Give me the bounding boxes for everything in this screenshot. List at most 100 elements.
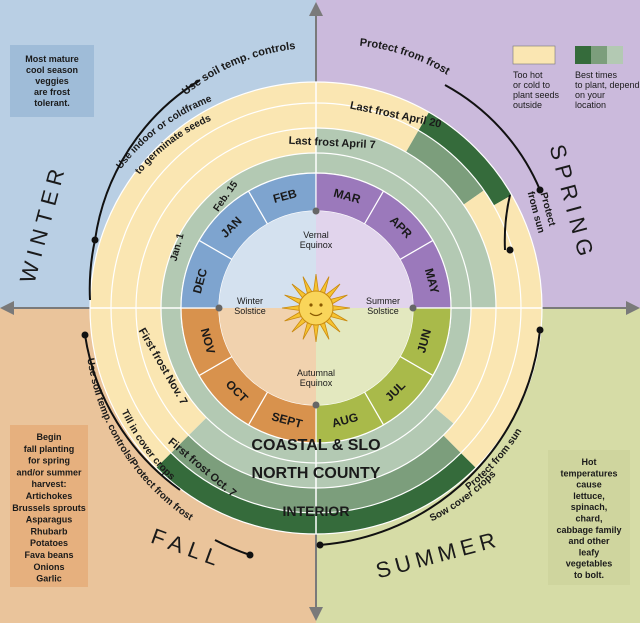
month-label-aug: AUG [330, 410, 359, 430]
interior-ring-summer [156, 452, 476, 534]
summer-note-line-8: leafy [579, 547, 600, 557]
summer-guide-line-dot-start [316, 541, 324, 549]
fall-note-line-1: fall planting [24, 444, 75, 454]
legend-best-times-line-2: on your [575, 90, 605, 100]
inner-disc-fall [219, 308, 316, 405]
sun-eye-right-icon [319, 303, 323, 307]
fall-guide-line-dot-start [81, 331, 89, 339]
fall-note-line-7: Asparagus [26, 515, 73, 525]
winter-note-line-1: cool season [26, 65, 78, 75]
legend-too-hot-line-3: outside [513, 100, 542, 110]
summer-note-line-9: vegetables [566, 559, 613, 569]
winter-guide-line [94, 79, 201, 241]
sun-rays-icon [281, 273, 351, 343]
fall-note-line-9: Potatoes [30, 538, 68, 548]
fall-note-line-0: Begin [36, 432, 61, 442]
winter-note-line-4: tolerant. [34, 98, 70, 108]
winter-solstice-line-0: Winter [237, 296, 263, 306]
equinox-marker-180 [215, 304, 223, 312]
legend-best-times-line-0: Best times [575, 70, 618, 80]
summer-note-line-1: temperatures [560, 468, 617, 478]
summer-note-box [548, 450, 630, 585]
north-county-ring-early-spring [316, 103, 419, 153]
legend-too-hot-line-0: Too hot [513, 70, 543, 80]
fall-note-line-6: Brussels sprouts [12, 503, 86, 513]
month-label-nov: NOV [198, 327, 218, 356]
fall-note-line-5: Artichokes [26, 491, 73, 501]
fall-note-line-2: for spring [28, 456, 70, 466]
summer-note-line-3: lettuce, [573, 491, 605, 501]
arrow-left-icon [0, 301, 14, 315]
north-county-label: NORTH COUNTY [252, 465, 381, 482]
winter-note-box [10, 45, 94, 117]
vernal-equinox-line-1: Equinox [300, 240, 333, 250]
summer-guide-line-dot-end [536, 326, 544, 334]
north-county-ring-late-spring [443, 190, 522, 453]
fall-note-line-11: Onions [34, 562, 65, 572]
summer-note-line-6: cabbage family [556, 525, 621, 535]
coastal-ring-early-summer [434, 308, 496, 424]
summer-note-line-2: cause [576, 480, 602, 490]
summer-note-line-4: spinach, [571, 502, 608, 512]
fall-note-box [10, 425, 88, 587]
fall-note-line-3: and/or summer [16, 467, 82, 477]
fall-note-line-10: Fava beans [24, 550, 73, 560]
fall-note-line-12: Garlic [36, 574, 62, 584]
coastal-ring-spring [316, 128, 496, 308]
autumnal-equinox-line-0: Autumnal [297, 368, 335, 378]
fall-guide-end-dot-end [246, 551, 254, 559]
last-frost-april7-label: Last frost April 7 [288, 135, 376, 152]
winter-solstice-line-1: Solstice [234, 306, 266, 316]
coastal-ring-winter [135, 127, 316, 436]
spring-guide-line-dot-end [536, 186, 544, 194]
winter-note-line-0: Most mature [25, 54, 79, 64]
legend-best-mid-swatch [591, 46, 607, 64]
summer-guide-line [319, 329, 541, 546]
fall-guide-line [84, 334, 181, 491]
inner-disc-summer [316, 308, 413, 405]
fall-note-line-4: harvest: [31, 479, 66, 489]
month-label-may: MAY [422, 267, 442, 295]
winter-guide-extra [88, 239, 96, 301]
summer-note-line-0: Hot [582, 457, 597, 467]
sun-icon [298, 290, 334, 326]
legend-best-light-swatch [607, 46, 623, 64]
summer-note-line-7: and other [568, 536, 609, 546]
north-county-ring-winter [110, 103, 317, 453]
winter-note-line-3: are frost [34, 87, 70, 97]
coastal-slo-label: COASTAL & SLO [251, 437, 380, 454]
coastal-ring-summer [188, 407, 454, 488]
arrow-down-icon [309, 607, 323, 621]
interior-ring-winter [89, 82, 317, 468]
legend-too-hot-line-2: plant seeds [513, 90, 560, 100]
arrow-right-icon [626, 301, 640, 315]
sun-eye-left-icon [309, 303, 313, 307]
summer-note-line-5: chard, [575, 514, 602, 524]
legend-too-hot-line-1: or cold to [513, 80, 550, 90]
equinox-marker-90 [312, 401, 320, 409]
arrow-up-icon [309, 2, 323, 16]
fall-note-line-8: Rhubarb [31, 526, 69, 536]
inner-disc-winter [219, 211, 316, 308]
north-county-ring-spring [406, 130, 484, 205]
winter-note-line-2: veggies [35, 76, 69, 86]
legend-too-hot-swatch [512, 45, 556, 65]
month-label-feb: FEB [272, 186, 299, 206]
equinox-marker-270 [312, 207, 320, 215]
summer-solstice-line-0: Summer [366, 296, 400, 306]
vernal-equinox-line-0: Vernal [303, 230, 329, 240]
interior-ring-early-spring [316, 82, 429, 131]
summer-note-line-10: to bolt. [574, 570, 604, 580]
spring-sun-guide-dot-end [506, 246, 514, 254]
legend-best-times-line-1: to plant, depending [575, 80, 640, 90]
month-label-jun: JUN [414, 328, 434, 355]
spring-sun-guide [503, 194, 511, 251]
north-county-ring-summer [171, 435, 461, 513]
summer-solstice-line-1: Solstice [367, 306, 399, 316]
sun-smile-icon [309, 312, 323, 317]
equinox-marker-0 [409, 304, 417, 312]
legend-best-times-line-3: location [575, 100, 606, 110]
month-label-mar: MAR [332, 186, 362, 207]
